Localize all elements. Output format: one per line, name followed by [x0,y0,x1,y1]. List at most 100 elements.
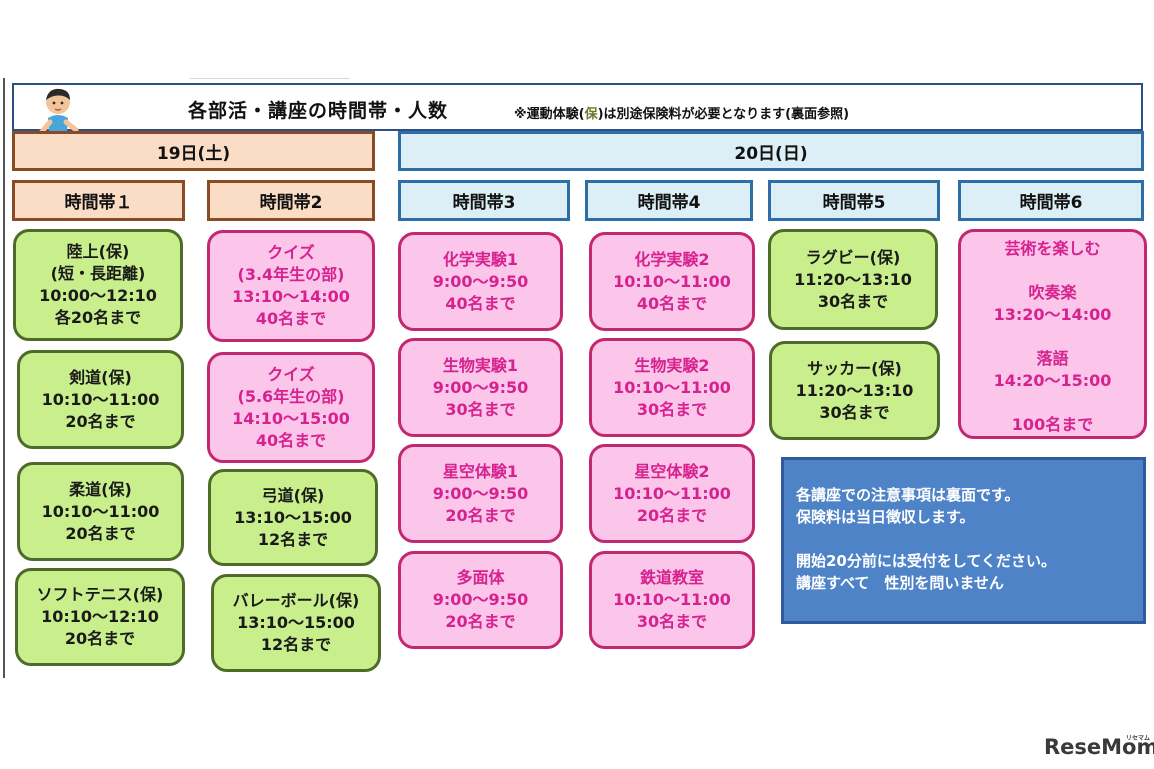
card-line: 30名まで [636,612,708,631]
card-line: クイズ [267,243,315,262]
card-line: 30名まで [817,291,889,311]
card-line: 20名まで [65,523,136,543]
course-card-soft-tennis: ソフトテニス(保) 10:10～12:10 20名まで [15,568,185,666]
card-line: 10:10～12:10 [41,607,159,626]
left-border-line [3,78,5,678]
course-card-volleyball: バレーボール(保) 13:10～15:00 12名まで [211,574,381,672]
card-line: (短・長距離) [50,264,146,283]
course-card-track: 陸上(保) (短・長距離) 10:00～12:10 各20名まで [13,229,183,341]
card-line: 12名まで [257,529,329,549]
card-line: 40名まで [445,293,516,313]
notice-line: 講座すべて 性別を問いません [796,574,1004,592]
course-card-rugby: ラグビー(保) 11:20～13:10 30名まで [768,229,938,330]
slot-3-header: 時間帯3 [398,180,570,221]
insurance-note: ※運動体験(保)は別途保険料が必要となります(裏面参照) [514,103,849,122]
course-card-kyudo: 弓道(保) 13:10～15:00 12名まで [208,469,378,566]
card-line: 生物実験2 [634,355,710,375]
card-line: 40名まで [255,309,327,328]
card-line: 9:00～9:50 [432,377,529,397]
card-line: 20名まで [445,612,516,631]
card-line: 陸上(保) [66,242,130,261]
card-line: 13:20～14:00 [993,305,1112,324]
card-line: サッカー(保) [807,358,902,378]
card-line: 化学実験2 [634,249,710,269]
card-line: 剣道(保) [69,367,132,387]
course-card-soccer: サッカー(保) 11:20～13:10 30名まで [769,341,940,440]
card-line: 鉄道教室 [639,568,704,587]
card-line: 11:20～13:10 [794,269,912,289]
card-line: バレーボール(保) [232,591,360,610]
day-20-header: 20日(日) [398,131,1144,171]
course-card-polyhedron: 多面体 9:00～9:50 20名まで [398,551,563,649]
card-line: 10:10～11:00 [613,590,731,609]
course-card-biology-1: 生物実験1 9:00～9:50 30名まで [398,338,563,437]
course-card-quiz-34: クイズ (3.4年生の部) 13:10～14:00 40名まで [207,230,375,342]
card-line: 星空体験2 [634,461,710,481]
course-card-chemistry-2: 化学実験2 10:10～11:00 40名まで [589,232,755,331]
card-line: 20名まで [64,629,136,648]
card-line: 柔道(保) [69,479,132,499]
card-line: 10:00～12:10 [39,286,157,305]
card-line: 40名まで [255,430,327,450]
resemom-logo-kana: リセマム [1126,735,1151,742]
card-line: 弓道(保) [261,485,325,505]
course-card-stargazing-2: 星空体験2 10:10～11:00 20名まで [589,444,755,543]
card-line: 星空体験1 [442,461,519,481]
card-line: 生物実験1 [442,355,519,375]
notice-spacer [796,528,1143,550]
header-box [12,83,1143,131]
note-suffix: )は別途保険料が必要となります(裏面参照) [597,107,850,122]
note-mark: 保 [584,107,598,122]
card-line: 20名まで [445,505,516,525]
card-line: 化学実験1 [442,249,519,269]
card-line: 13:10～14:00 [232,287,350,306]
card-line: ラグビー(保) [805,247,901,267]
card-line: ソフトテニス(保) [36,585,164,604]
card-line: 40名まで [636,293,708,313]
course-card-biology-2: 生物実験2 10:10～11:00 30名まで [589,338,755,437]
card-line: クイズ [267,364,315,384]
course-card-kendo: 剣道(保) 10:10～11:00 20名まで [17,350,184,449]
card-line: 14:10～15:00 [232,408,350,428]
course-card-judo: 柔道(保) 10:10～11:00 20名まで [17,462,184,561]
notice-line: 開始20分前には受付をしてください。 [796,552,1056,570]
card-line: 芸術を楽しむ [1004,239,1101,258]
day-19-header: 19日(土) [12,131,375,171]
card-line: 13:10～15:00 [234,507,352,527]
slot-6-header: 時間帯6 [958,180,1144,221]
card-line: 9:00～9:50 [432,271,529,291]
notice-line: 各講座での注意事項は裏面です。 [796,486,1020,504]
card-line: 10:10～11:00 [613,483,731,503]
card-line: 落語 [1036,349,1069,368]
notice-box: 各講座での注意事項は裏面です。 保険料は当日徴収します。 開始20分前には受付を… [781,457,1146,624]
course-card-arts: 芸術を楽しむ 吹奏楽 13:20～14:00 落語 14:20～15:00 10… [958,229,1147,439]
card-line: 11:20～13:10 [795,380,914,400]
card-line: 各20名まで [54,308,142,327]
card-line: 20名まで [65,411,136,431]
card-line: 14:20～15:00 [993,371,1112,390]
card-line: 10:10～11:00 [41,389,160,409]
course-card-railway: 鉄道教室 10:10～11:00 30名まで [589,551,755,649]
course-card-quiz-56: クイズ (5.6年生の部) 14:10～15:00 40名まで [207,352,375,463]
card-line: (5.6年生の部) [237,386,345,406]
slot-4-header: 時間帯4 [585,180,753,221]
card-line: 100名まで [1011,415,1094,434]
slot-5-header: 時間帯5 [768,180,940,221]
card-line: 30名まで [445,399,516,419]
course-card-chemistry-1: 化学実験1 9:00～9:50 40名まで [398,232,563,331]
top-divider [190,78,350,79]
card-line: 9:00～9:50 [432,483,529,503]
slot-1-header: 時間帯１ [12,180,185,221]
card-line: 吹奏楽 [1028,283,1077,302]
card-line: 30名まで [636,399,708,419]
card-line: 12名まで [260,635,332,654]
card-line: 13:10～15:00 [237,613,355,632]
notice-line: 保険料は当日徴収します。 [796,508,975,526]
card-line: 10:10～11:00 [41,501,160,521]
card-line: 10:10～11:00 [613,377,731,397]
card-line: 30名まで [819,402,890,422]
card-line: (3.4年生の部) [237,265,345,284]
slot-2-header: 時間帯2 [207,180,375,221]
card-line: 多面体 [456,568,505,587]
resemom-logo: ReseMom [1044,735,1154,759]
